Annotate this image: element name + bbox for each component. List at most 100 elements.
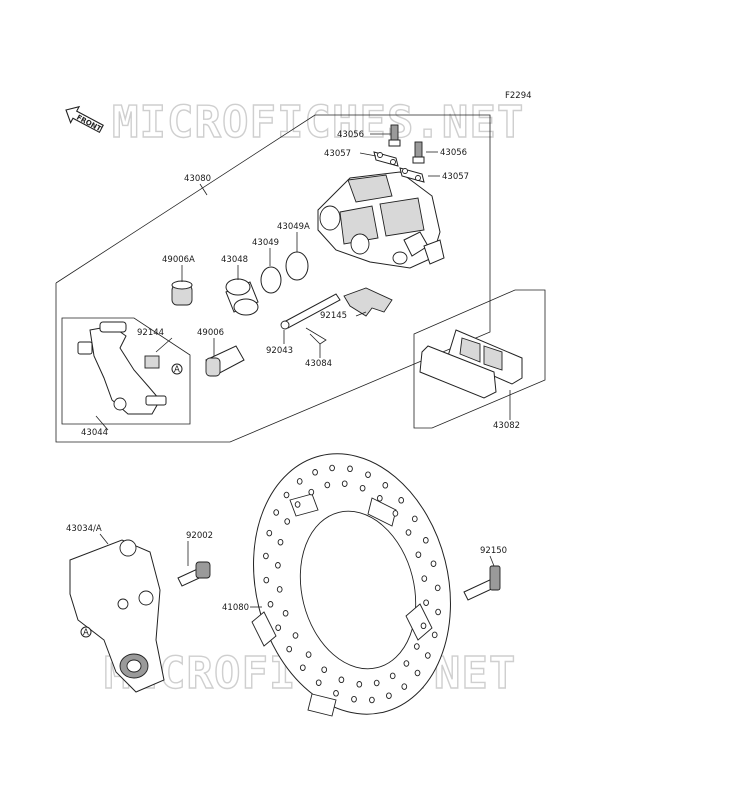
figure-code: F2294 <box>505 91 532 101</box>
disc-hole <box>435 608 441 616</box>
disc-hole <box>275 562 281 569</box>
slide-pin-boot-a <box>171 280 193 306</box>
disc-hole <box>286 645 293 653</box>
part-labels: 43056 43056 43057 43057 43080 43049A 430… <box>66 130 520 613</box>
label-92043: 92043 <box>266 346 293 356</box>
disc-hole <box>365 471 371 478</box>
disc-hole <box>276 586 283 593</box>
ref-mark-2: A <box>83 628 89 638</box>
disc-hole <box>376 495 383 502</box>
slide-pin-boot <box>205 345 245 377</box>
disc-hole <box>263 552 269 560</box>
label-49006a: 49006A <box>162 255 195 265</box>
label-49006: 49006 <box>197 328 224 338</box>
disc-hole <box>369 696 375 704</box>
ref-mark-circle-2 <box>80 626 92 638</box>
disc-hole <box>263 576 270 584</box>
disc-hole <box>283 491 290 499</box>
disc-hole <box>315 679 322 686</box>
disc-hole <box>392 510 399 517</box>
disc-hole <box>341 480 348 487</box>
disc-hole <box>324 481 331 489</box>
disc-hole <box>401 683 408 690</box>
disc-hole <box>422 537 429 544</box>
disc-hole <box>420 622 427 630</box>
brake-disc <box>251 453 451 717</box>
disc-hole <box>347 465 353 473</box>
disc-hole <box>431 631 438 639</box>
disc-hole <box>403 660 410 667</box>
pin-clip <box>305 327 327 345</box>
label-43056-a: 43056 <box>337 130 364 140</box>
caliper-body <box>317 171 445 269</box>
disc-hole <box>414 669 421 677</box>
disc-hole <box>415 551 422 558</box>
disc-hole <box>389 672 396 680</box>
ref-mark-1: A <box>174 365 180 375</box>
disc-hole <box>321 666 328 673</box>
label-43057-b: 43057 <box>442 172 469 182</box>
disc-hole <box>373 679 380 687</box>
label-41080: 41080 <box>222 603 249 613</box>
disc-hole <box>424 652 431 659</box>
pad-spring <box>343 287 393 317</box>
brake-pads <box>419 329 523 399</box>
disc-hole <box>305 651 312 658</box>
bleed-valve-1 <box>388 124 401 147</box>
label-92145: 92145 <box>320 311 347 321</box>
disc-hole <box>411 515 418 523</box>
disc-hole <box>267 601 274 608</box>
label-92150: 92150 <box>480 546 507 556</box>
label-43048: 43048 <box>221 255 248 265</box>
disc-hole <box>382 482 389 489</box>
disc-hole <box>277 538 284 546</box>
disc-hole <box>405 529 412 536</box>
label-92002: 92002 <box>186 531 213 541</box>
pad-pin <box>280 293 341 330</box>
label-43044: 43044 <box>81 428 108 438</box>
label-43049a: 43049A <box>277 222 310 232</box>
label-43080: 43080 <box>184 174 211 184</box>
piston-seal <box>260 266 282 294</box>
disc-hole <box>430 560 437 567</box>
disc-hole <box>299 664 306 671</box>
disc-hole <box>413 643 420 650</box>
disc-hole <box>423 599 429 606</box>
disc-hole <box>284 518 291 525</box>
disc-hole <box>329 464 335 472</box>
disc-hole <box>421 575 428 582</box>
disc-hole <box>282 610 289 617</box>
bracket-outline <box>61 317 191 425</box>
disc-hole <box>294 501 301 508</box>
label-43057-a: 43057 <box>324 149 351 159</box>
leader-lines <box>95 133 511 608</box>
label-43049: 43049 <box>252 238 279 248</box>
disc-hole <box>273 509 280 516</box>
bracket-clip <box>144 355 160 369</box>
disc-hole <box>359 484 366 492</box>
disc-hole <box>296 478 303 485</box>
watermark-top: MICROFICHES.NET <box>112 97 524 148</box>
disc-hole <box>292 632 299 639</box>
disc-hole <box>266 529 273 537</box>
caliper-assembly-outline <box>55 114 491 443</box>
label-43056-b: 43056 <box>440 148 467 158</box>
label-43082: 43082 <box>493 421 520 431</box>
caliper-holder <box>69 539 165 693</box>
cap-2 <box>399 167 425 183</box>
front-arrow-icon: FRONT <box>65 105 104 133</box>
cap-1 <box>373 151 399 167</box>
label-92144: 92144 <box>137 328 164 338</box>
label-43034a: 43034/A <box>66 524 102 534</box>
disc-hole <box>356 681 363 688</box>
label-43084: 43084 <box>305 359 332 369</box>
disc-bolt <box>463 565 501 601</box>
disc-hole <box>312 469 318 476</box>
disc-hole <box>351 695 357 703</box>
disc-hole <box>333 690 339 697</box>
dust-seal <box>285 251 309 281</box>
disc-hole <box>308 488 315 496</box>
pad-set-outline <box>413 289 546 429</box>
disc-hole <box>434 584 441 592</box>
